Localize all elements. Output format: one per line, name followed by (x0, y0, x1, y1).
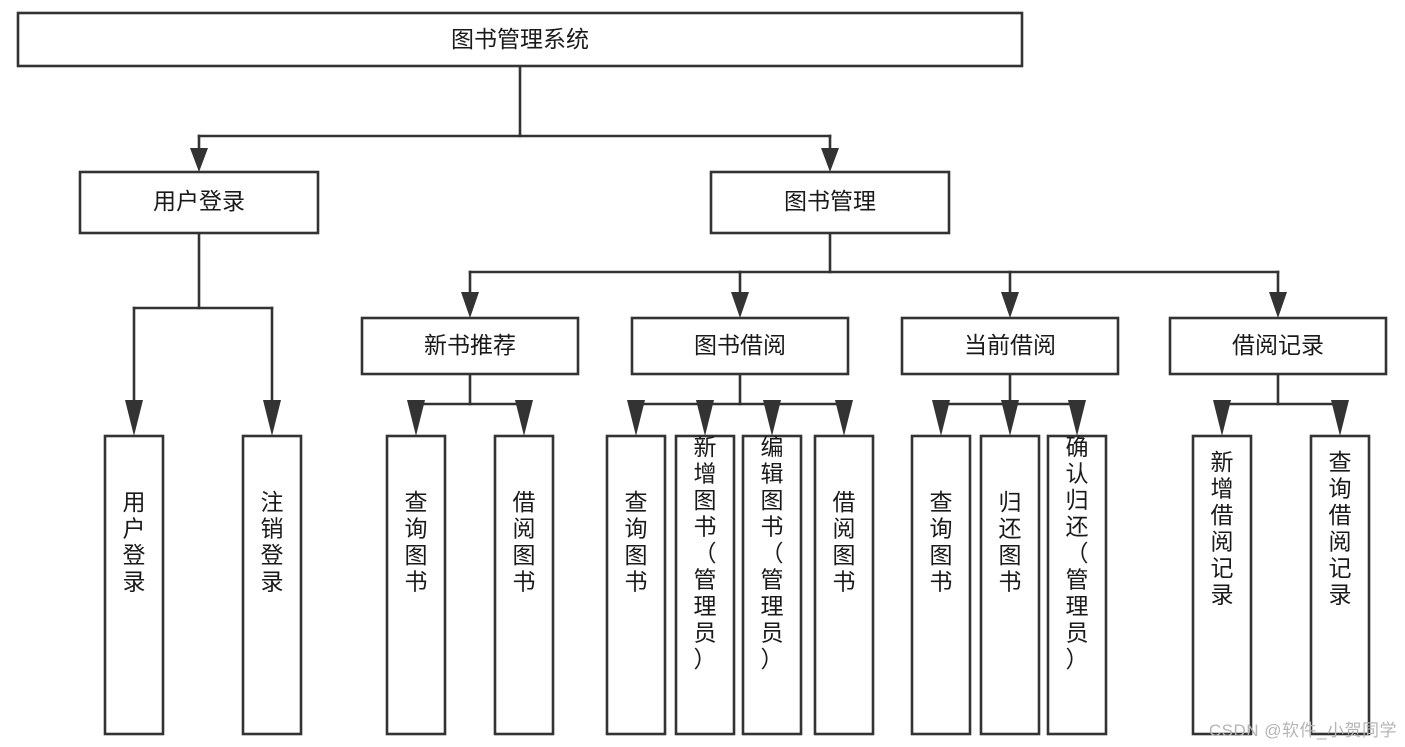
node-leaf-query-book-2-box[interactable] (605, 434, 667, 736)
node-leaf-borrow-book-2-label: 借阅图书 (833, 489, 856, 595)
arrow-leaf-logout-login (263, 400, 281, 436)
node-leaf-edit-book-box[interactable] (741, 434, 803, 736)
node-leaf-query-book-3[interactable]: 查询图书 (910, 434, 972, 736)
node-book-borrow-box[interactable] (630, 316, 850, 376)
node-leaf-query-record[interactable]: 查询借阅记录 (1309, 434, 1371, 736)
arrow-leaf-query-book-3 (932, 400, 950, 436)
node-leaf-add-record-label: 新增借阅记录 (1211, 449, 1234, 608)
node-leaf-query-book-2-label: 查询图书 (625, 489, 648, 595)
arrow-leaf-query-book-2 (627, 400, 645, 436)
node-book-management[interactable]: 图书管理 (709, 170, 951, 235)
node-new-book-recommend[interactable]: 新书推荐 (360, 316, 580, 376)
node-current-borrow-label: 当前借阅 (964, 332, 1056, 358)
node-borrow-record-box[interactable] (1168, 316, 1388, 376)
arrow-leaf-query-record (1331, 400, 1349, 436)
node-book-management-label: 图书管理 (784, 188, 876, 214)
node-leaf-logout-login[interactable]: 注销登录 (241, 434, 303, 736)
arrow-current-borrow (1001, 292, 1019, 318)
arrow-leaf-confirm-return (1068, 400, 1086, 436)
node-leaf-logout-login-box[interactable] (241, 434, 303, 736)
node-leaf-query-book-1-box[interactable] (385, 434, 447, 736)
node-leaf-query-record-label: 查询借阅记录 (1329, 449, 1352, 608)
node-leaf-edit-book-label: 编辑图书（管理员） (761, 434, 784, 672)
node-leaf-add-record[interactable]: 新增借阅记录 (1191, 434, 1253, 736)
node-leaf-add-record-box[interactable] (1191, 434, 1253, 736)
node-leaf-return-book-label: 归还图书 (999, 489, 1022, 595)
node-leaf-query-book-1[interactable]: 查询图书 (385, 434, 447, 736)
node-leaf-borrow-book-2[interactable]: 借阅图书 (813, 434, 875, 736)
node-leaf-return-book[interactable]: 归还图书 (979, 434, 1041, 736)
node-leaf-query-book-3-box[interactable] (910, 434, 972, 736)
node-leaf-borrow-book-2-box[interactable] (813, 434, 875, 736)
node-leaf-return-book-box[interactable] (979, 434, 1041, 736)
csdn-watermark: CSDN @软件_小贺同学 (1208, 721, 1397, 740)
node-root-box[interactable] (16, 11, 1024, 68)
arrow-new-book-recommend (461, 292, 479, 318)
node-new-book-recommend-box[interactable] (360, 316, 580, 376)
arrow-user-login (190, 148, 208, 172)
node-current-borrow[interactable]: 当前借阅 (900, 316, 1120, 376)
node-leaf-borrow-book-1-box[interactable] (493, 434, 555, 736)
arrow-leaf-edit-book (763, 400, 781, 436)
node-leaf-add-book-box[interactable] (674, 434, 736, 736)
node-leaf-query-book-1-label: 查询图书 (405, 489, 428, 595)
node-borrow-record[interactable]: 借阅记录 (1168, 316, 1388, 376)
node-leaf-user-login[interactable]: 用户登录 (103, 434, 165, 736)
arrow-leaf-user-login (125, 400, 143, 436)
node-root[interactable]: 图书管理系统 (16, 11, 1024, 68)
node-leaf-add-book[interactable]: 新增图书（管理员） (674, 434, 736, 736)
arrow-leaf-query-book-1 (407, 400, 425, 436)
node-leaf-edit-book[interactable]: 编辑图书（管理员） (741, 434, 803, 736)
node-user-login-box[interactable] (78, 170, 320, 235)
node-borrow-record-label: 借阅记录 (1232, 332, 1324, 358)
arrow-borrow-record (1269, 292, 1287, 318)
node-leaf-add-book-label: 新增图书（管理员） (694, 434, 717, 672)
arrow-leaf-add-book (696, 400, 714, 436)
arrow-leaf-borrow-book-2 (835, 400, 853, 436)
node-leaf-borrow-book-1-label: 借阅图书 (513, 489, 536, 595)
node-leaf-query-book-2[interactable]: 查询图书 (605, 434, 667, 736)
node-leaf-confirm-return-box[interactable] (1046, 434, 1108, 736)
node-leaf-logout-login-label: 注销登录 (261, 489, 284, 595)
node-book-borrow-label: 图书借阅 (694, 332, 786, 358)
node-new-book-recommend-label: 新书推荐 (424, 332, 516, 358)
node-leaf-user-login-box[interactable] (103, 434, 165, 736)
arrow-book-management (821, 148, 839, 172)
node-current-borrow-box[interactable] (900, 316, 1120, 376)
arrow-book-borrow (731, 292, 749, 318)
node-leaf-query-book-3-label: 查询图书 (930, 489, 953, 595)
node-root-label: 图书管理系统 (451, 26, 589, 52)
node-book-management-box[interactable] (709, 170, 951, 235)
node-leaf-query-record-box[interactable] (1309, 434, 1371, 736)
node-user-login-label: 用户登录 (153, 188, 245, 214)
arrow-leaf-borrow-book-1 (515, 400, 533, 436)
arrow-leaf-add-record (1213, 400, 1231, 436)
node-leaf-user-login-label: 用户登录 (123, 489, 146, 595)
node-leaf-confirm-return-label: 确认归还（管理员） (1066, 434, 1089, 672)
node-user-login[interactable]: 用户登录 (78, 170, 320, 235)
node-book-borrow[interactable]: 图书借阅 (630, 316, 850, 376)
connector-layer (125, 64, 1349, 436)
arrow-leaf-return-book (1001, 400, 1019, 436)
node-leaf-confirm-return[interactable]: 确认归还（管理员） (1046, 434, 1108, 736)
node-leaf-borrow-book-1[interactable]: 借阅图书 (493, 434, 555, 736)
